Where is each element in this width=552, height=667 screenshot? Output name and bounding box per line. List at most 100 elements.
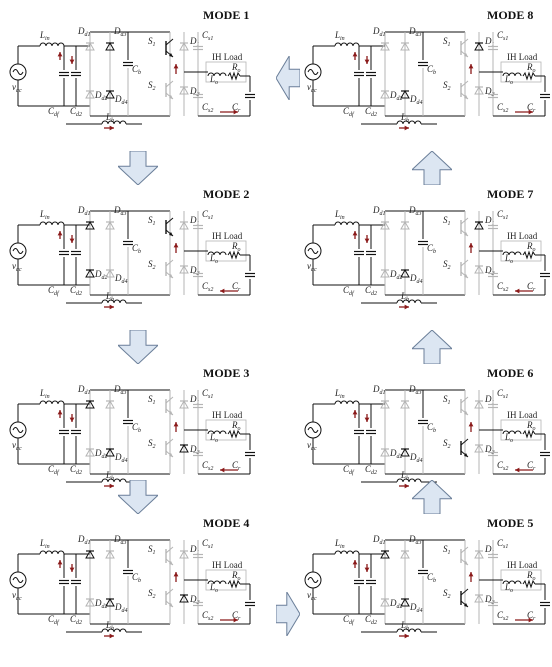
dd2-label: Dd2 (389, 269, 403, 281)
source-label: vac (12, 82, 22, 94)
filter-cap-cdf (59, 429, 69, 435)
s1-label: S1 (148, 394, 156, 406)
current-arrow (104, 304, 114, 310)
cs1-label: Cs1 (202, 209, 213, 221)
snubber-cap-cs2 (488, 93, 498, 99)
circuit-svg: vacLinCdfCd2Dd1Dd2Dd3Dd4LbCbS1S2D1D2Cs1C… (9, 26, 255, 131)
diode-dd2-icon (380, 597, 390, 607)
load-resistor-ro (227, 71, 241, 81)
switch-s2-icon (460, 588, 469, 608)
boost-inductor (101, 299, 127, 304)
load-current-arrow (515, 288, 533, 294)
s2-label: S2 (148, 438, 156, 450)
switch-current-arrow (173, 243, 179, 253)
cs1-label: Cs1 (497, 30, 508, 42)
switch-s2-icon (165, 259, 174, 279)
lo-label: Lo (209, 582, 218, 594)
diode-dd4-icon (400, 268, 410, 278)
lo-label: Lo (209, 253, 218, 265)
s1-label: S1 (148, 544, 156, 556)
cs1-label: Cs1 (497, 209, 508, 221)
diode-dd2-icon (380, 447, 390, 457)
source-label: vac (307, 440, 317, 452)
cr-label: Cr (232, 102, 241, 114)
dd2-label: Dd2 (389, 448, 403, 460)
switch-s1-icon (460, 396, 469, 416)
switch-s1-icon (165, 396, 174, 416)
switch-s2-icon (460, 438, 469, 458)
current-arrow (352, 410, 358, 418)
cs2-label: Cs2 (202, 460, 213, 472)
diode-dd3-icon (400, 399, 410, 409)
load-resistor-ro (522, 579, 536, 589)
diode-dd4-icon (105, 89, 115, 99)
current-arrow (399, 633, 409, 639)
current-arrow (364, 564, 370, 572)
diode-d1-icon (474, 549, 484, 559)
mode-8-circuit: vacLinCdfCd2Dd1Dd2Dd3Dd4LbCbS1S2D1D2Cs1C… (301, 24, 550, 141)
diode-d1-icon (179, 549, 189, 559)
dd4-label: Dd4 (409, 94, 423, 106)
dd2-label: Dd2 (389, 598, 403, 610)
diode-dd2-icon (85, 268, 95, 278)
input-inductor-label: Lin (334, 538, 345, 550)
diode-d2-icon (474, 85, 484, 95)
snubber-cap-cs2 (488, 451, 498, 457)
ro-label: Ro (526, 570, 536, 582)
cb-label: Cb (427, 64, 436, 76)
ih-load-label: IH Load (212, 410, 243, 420)
diode-dd4-icon (105, 447, 115, 457)
dd2-label: Dd2 (94, 269, 108, 281)
boost-inductor (396, 120, 422, 125)
diode-d1-icon (474, 220, 484, 230)
diode-dd3-icon (105, 399, 115, 409)
diode-dd2-icon (380, 268, 390, 278)
diode-dd1-icon (85, 549, 95, 559)
filter-cap-cdf (354, 71, 364, 77)
ro-label: Ro (231, 241, 241, 253)
cb-label: Cb (427, 243, 436, 255)
lo-label: Lo (209, 432, 218, 444)
current-arrow (104, 483, 114, 489)
resonant-cap-cr (245, 451, 255, 457)
flow-arrow-shape (410, 479, 454, 515)
current-arrow (57, 231, 63, 239)
cs1-label: Cs1 (497, 538, 508, 550)
snubber-cap-cs2 (193, 451, 203, 457)
load-resistor-ro (227, 429, 241, 439)
snubber-cap-cs1 (193, 224, 203, 230)
cr-label: Cr (527, 281, 536, 293)
load-inductor-lo (207, 580, 227, 585)
diode-d1-icon (179, 41, 189, 51)
switch-current-arrow (173, 422, 179, 432)
resonant-cap-cr (540, 451, 550, 457)
diode-dd3-icon (105, 41, 115, 51)
mode-4-circuit: vacLinCdfCd2Dd1Dd2Dd3Dd4LbCbS1S2D1D2Cs1C… (6, 532, 255, 649)
flow-arrow-3-to-4 (116, 479, 160, 515)
load-inductor-lo (502, 430, 522, 435)
flow-arrow-5-to-6 (410, 479, 454, 515)
cr-label: Cr (232, 281, 241, 293)
cap-cd2 (71, 250, 81, 256)
load-inductor-lo (502, 72, 522, 77)
diode-d1-icon (179, 220, 189, 230)
snubber-cap-cs1 (193, 553, 203, 559)
filter-cap-cdf (59, 71, 69, 77)
resonant-cap-cr (540, 272, 550, 278)
diode-dd1-icon (85, 41, 95, 51)
diode-dd3-icon (400, 549, 410, 559)
circuit-svg: vacLinCdfCd2Dd1Dd2Dd3Dd4LbCbS1S2D1D2Cs1C… (304, 26, 550, 131)
cap-cd2 (366, 71, 376, 77)
load-inductor-lo (502, 580, 522, 585)
cd2-label: Cd2 (365, 106, 377, 118)
circuit-svg: vacLinCdfCd2Dd1Dd2Dd3Dd4LbCbS1S2D1D2Cs1C… (304, 534, 550, 639)
cdf-label: Cdf (48, 106, 60, 118)
cb-label: Cb (132, 572, 141, 584)
cb-label: Cb (427, 422, 436, 434)
bus-cap-cb (123, 61, 133, 67)
switch-current-arrow (468, 243, 474, 253)
input-inductor (334, 221, 360, 226)
switch-s1-icon (165, 217, 174, 237)
s2-label: S2 (443, 80, 451, 92)
resonant-cap-cr (540, 93, 550, 99)
